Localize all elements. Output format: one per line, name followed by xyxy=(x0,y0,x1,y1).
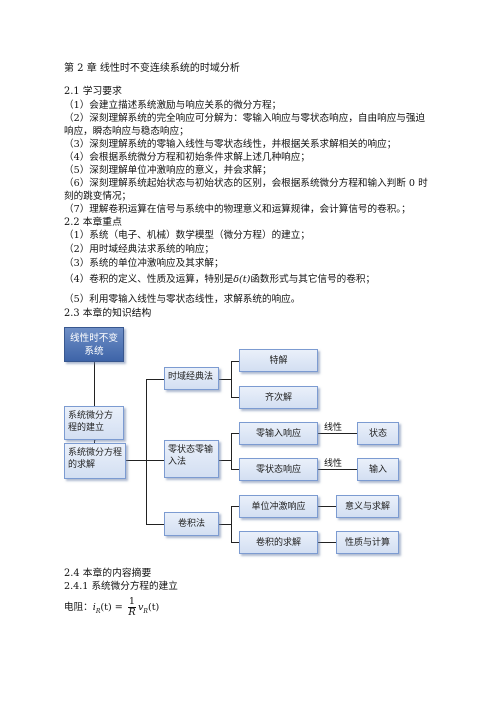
req-item-6: （6）深刻理解系统起始状态与初始状态的区别，会根据系统微分方程和输入判断 0 时… xyxy=(64,178,428,202)
eq-rhs: v xyxy=(138,602,144,613)
focus-item-2: （2）用时域经典法求系统的响应； xyxy=(64,244,215,255)
connector-impulse-meaning xyxy=(318,506,336,507)
connector-to-conv-solve xyxy=(231,542,239,543)
diagram-node-input: 输入 xyxy=(357,458,399,481)
section-2-2-heading: 2.2 本章重点 xyxy=(64,217,122,228)
req-item-5: （5）深刻理解单位冲激响应的意义，并会求解； xyxy=(64,165,272,176)
eq-lhs-sub: R xyxy=(95,607,101,615)
req-item-3: （3）深刻理解系统的零输入线性与零状态线性，并根据关系求解相关的响应； xyxy=(64,139,397,150)
connector-to-zero-method xyxy=(146,460,164,461)
diagram-node-zero-state: 零状态响应 xyxy=(239,458,318,481)
eq-rhs-sub: R xyxy=(143,607,148,615)
diagram-node-solve: 系统微分方程的求解 xyxy=(64,443,126,479)
section-2-1-heading: 2.1 学习要求 xyxy=(64,86,122,97)
req-item-2: （2）深刻理解系统的完全响应可分解为：零输入响应与零状态响应，自由响应与强迫响应… xyxy=(64,113,426,137)
resistor-label: 电阻： xyxy=(64,602,93,613)
focus-item-1: （1）系统（电子、机械）数学模型（微分方程）的建立； xyxy=(64,230,310,241)
diagram-node-particular: 特解 xyxy=(239,349,318,372)
connector-zero-state-input xyxy=(318,469,357,470)
connector-to-zero-input xyxy=(231,433,239,434)
connector-zero-spine xyxy=(231,433,232,469)
connector-classic-branch xyxy=(219,379,231,380)
req-item-7: （7）理解卷积运算在信号与系统中的物理意义和运算规律，会计算信号的卷积。； xyxy=(64,204,411,215)
eq-frac-num: 1 xyxy=(127,596,136,608)
diagram-node-root: 线性时不变系统 xyxy=(64,327,124,362)
eq-frac-den: R xyxy=(128,607,136,618)
diagram-node-convolution: 卷积法 xyxy=(164,512,219,536)
connector-classic-spine xyxy=(231,361,232,397)
delta-symbol: δ(t) xyxy=(233,274,251,285)
connector-solve-spine xyxy=(126,460,146,461)
section-2-4-1-heading: 2.4.1 系统微分方程的建立 xyxy=(64,581,178,592)
focus-item-5: （5）利用零输入线性与零状态线性，求解系统的响应。 xyxy=(64,294,301,305)
connector-to-homogeneous xyxy=(231,397,239,398)
eq-lhs: i xyxy=(92,602,96,613)
connector-to-impulse xyxy=(231,506,239,507)
linear-label-2: 线性 xyxy=(324,459,343,469)
connector-conv-branch xyxy=(219,524,231,525)
diagram-node-conv-solve: 卷积的求解 xyxy=(239,531,318,554)
connector-to-zero-state xyxy=(231,469,239,470)
connector-conv-spine xyxy=(231,506,232,542)
connector-to-convolution xyxy=(146,524,164,525)
req-item-4: （4）会根据系统微分方程和初始条件求解上述几种响应； xyxy=(64,152,310,163)
connector-root-model xyxy=(94,362,95,420)
connector-zero-input-state xyxy=(318,433,357,434)
linear-label-1: 线性 xyxy=(324,423,343,433)
section-2-3-heading: 2.3 本章的知识结构 xyxy=(64,308,152,319)
eq-rhs-arg: (t) xyxy=(147,602,160,613)
diagram-node-model: 系统微分方程的建立 xyxy=(64,406,124,440)
connector-to-classic xyxy=(146,379,164,380)
diagram-node-homogeneous: 齐次解 xyxy=(239,386,318,409)
req-item-1: （1）会建立描述系统激励与响应关系的微分方程； xyxy=(64,100,282,111)
connector-convsolve-props xyxy=(318,542,336,543)
connector-to-particular xyxy=(231,361,239,362)
focus-item-4: （4）卷积的定义、性质及运算，特别是δ(t)函数形式与其它信号的卷积； xyxy=(64,273,375,286)
diagram-node-state: 状态 xyxy=(357,422,399,445)
focus-item-3: （3）系统的单位冲激响应及其求解； xyxy=(64,258,224,269)
diagram-node-properties: 性质与计算 xyxy=(336,531,399,554)
diagram-node-zero-input: 零输入响应 xyxy=(239,422,318,445)
diagram-node-meaning: 意义与求解 xyxy=(336,495,399,518)
diagram-node-impulse: 单位冲激响应 xyxy=(239,495,318,518)
focus-item-4-text-a: （4）卷积的定义、性质及运算，特别是 xyxy=(64,274,234,285)
section-2-4-heading: 2.4 本章的内容摘要 xyxy=(64,568,152,579)
diagram-node-zero-method: 零状态零输入法 xyxy=(164,440,219,478)
connector-model-solve xyxy=(94,423,95,459)
eq-lhs-arg: (t) = xyxy=(100,602,123,613)
connector-main-spine xyxy=(146,379,147,524)
diagram-node-classic: 时域经典法 xyxy=(164,367,219,390)
focus-item-4-text-b: 函数形式与其它信号的卷积； xyxy=(250,274,376,285)
connector-zero-branch xyxy=(219,460,231,461)
chapter-title: 第 2 章 线性时不变连续系统的时域分析 xyxy=(64,63,240,74)
